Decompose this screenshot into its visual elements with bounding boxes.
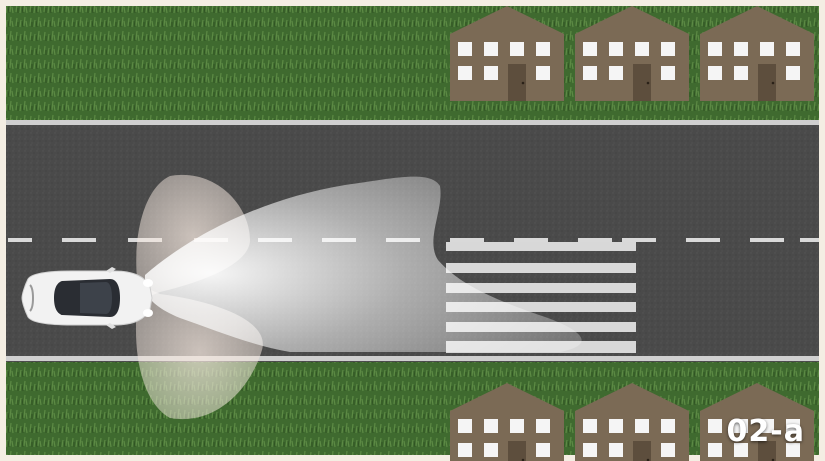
figure-label: 02-a [727,414,805,449]
road-edge-top [6,120,819,125]
car-icon-top-view [22,267,153,329]
grass-bottom [6,362,819,455]
road-edge-bottom [6,356,819,361]
houses-top [450,6,814,101]
grass-top [6,6,819,121]
